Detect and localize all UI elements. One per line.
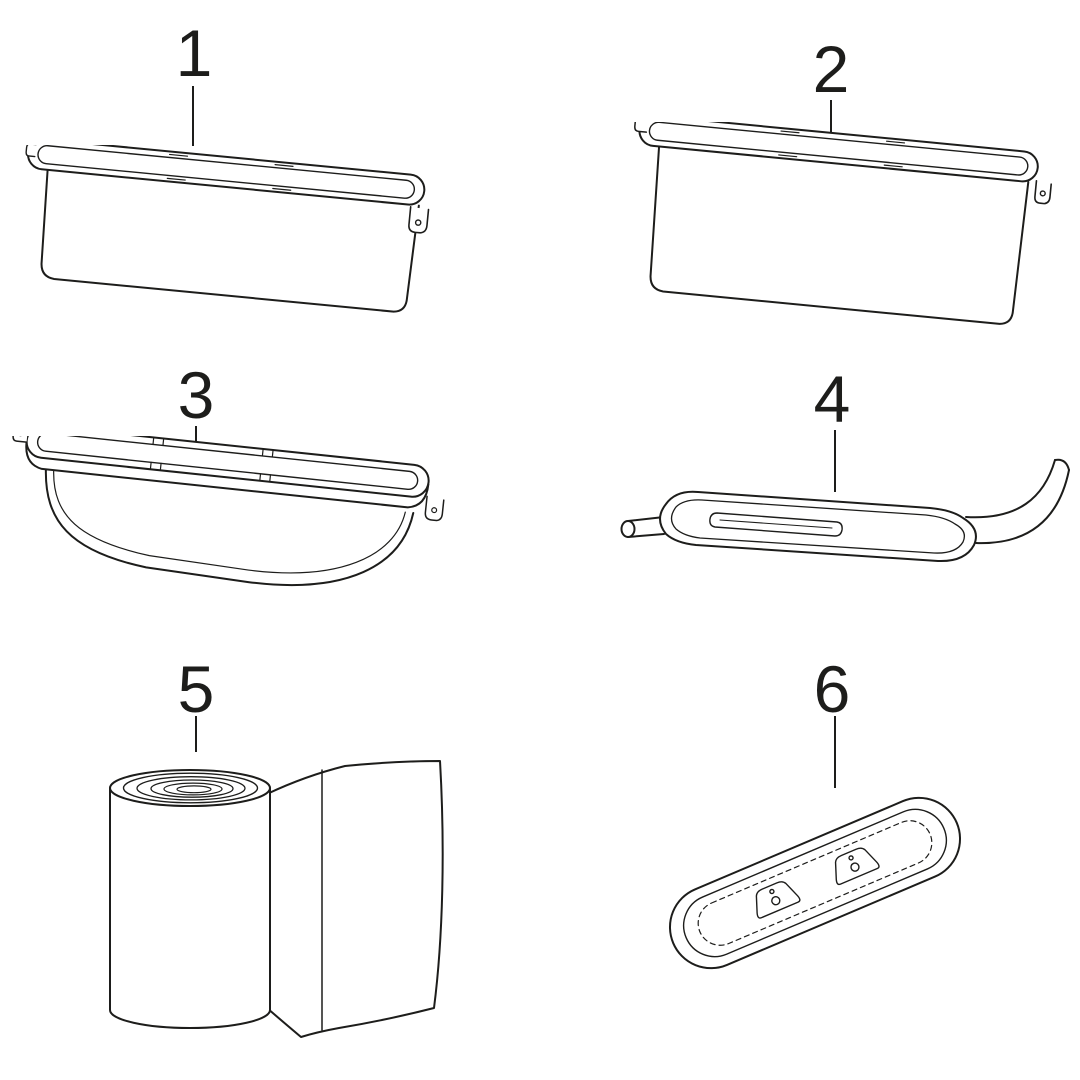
part-3-drawing — [12, 436, 445, 586]
item-2-leader-line — [830, 100, 832, 134]
pin-end — [620, 520, 636, 538]
bracket-1 — [755, 881, 801, 919]
clip-hole — [414, 219, 422, 226]
item-5-leader-line — [195, 716, 197, 752]
tray-body — [649, 143, 1030, 325]
cover-inner — [682, 808, 948, 958]
part-4 — [608, 444, 1073, 579]
pin-shaft — [627, 516, 665, 538]
roll-spiral-3 — [150, 779, 234, 798]
left-tab — [25, 145, 37, 158]
handle-inner — [670, 499, 966, 554]
handle-slot-line — [719, 519, 833, 529]
clip-latch — [1034, 179, 1053, 205]
item-1-leader-line — [192, 86, 194, 146]
item-2-label: 2 — [812, 32, 850, 106]
item-4-label: 4 — [813, 362, 851, 436]
part-6-drawing — [669, 796, 961, 970]
item-3-leader-line — [195, 426, 197, 450]
glass-trough-inner — [53, 470, 406, 574]
clip-hole — [431, 507, 438, 514]
glass-trough-outer — [44, 467, 415, 586]
roll-side — [109, 787, 271, 1029]
tray-flange-inner — [37, 145, 416, 199]
item-4-leader-line — [834, 430, 836, 492]
item-5-label: 5 — [177, 652, 215, 726]
clip-latch — [424, 495, 445, 522]
item-6-leader-line — [834, 716, 836, 788]
tail-tip — [1054, 458, 1070, 471]
tray-flange-inner — [648, 122, 1029, 176]
tray-body — [40, 166, 420, 313]
frame-ribs — [149, 436, 274, 483]
tail-top-edge — [965, 459, 1056, 519]
left-tab — [12, 436, 29, 443]
part-6 — [640, 778, 990, 988]
cover-outer — [669, 796, 961, 970]
rim-slots — [778, 130, 906, 168]
part-2 — [625, 122, 1055, 337]
item-3-label: 3 — [177, 358, 215, 432]
part-5-drawing — [109, 760, 444, 1038]
cover-recess — [697, 820, 933, 946]
part-1-drawing — [25, 145, 430, 313]
roll-spiral-4 — [163, 782, 223, 796]
part-1 — [15, 145, 435, 325]
part-4-drawing — [620, 458, 1070, 563]
left-hook — [634, 122, 649, 133]
tail-bottom-edge — [975, 469, 1070, 545]
part-2-drawing — [634, 122, 1053, 325]
roll-core — [176, 785, 212, 794]
roll-spiral-1 — [122, 772, 259, 804]
frame-outer — [25, 436, 430, 498]
membrane-sheet — [266, 760, 444, 1038]
roll-top — [109, 769, 271, 807]
frame-inner — [36, 436, 419, 490]
part-5 — [95, 748, 455, 1048]
bracket-2 — [834, 847, 880, 886]
clip-hole — [1039, 190, 1046, 197]
part-3 — [5, 436, 460, 611]
item-1-label: 1 — [175, 16, 213, 90]
rim-slots — [166, 153, 294, 191]
item-6-label: 6 — [813, 652, 851, 726]
roll-spiral-2 — [136, 776, 246, 801]
